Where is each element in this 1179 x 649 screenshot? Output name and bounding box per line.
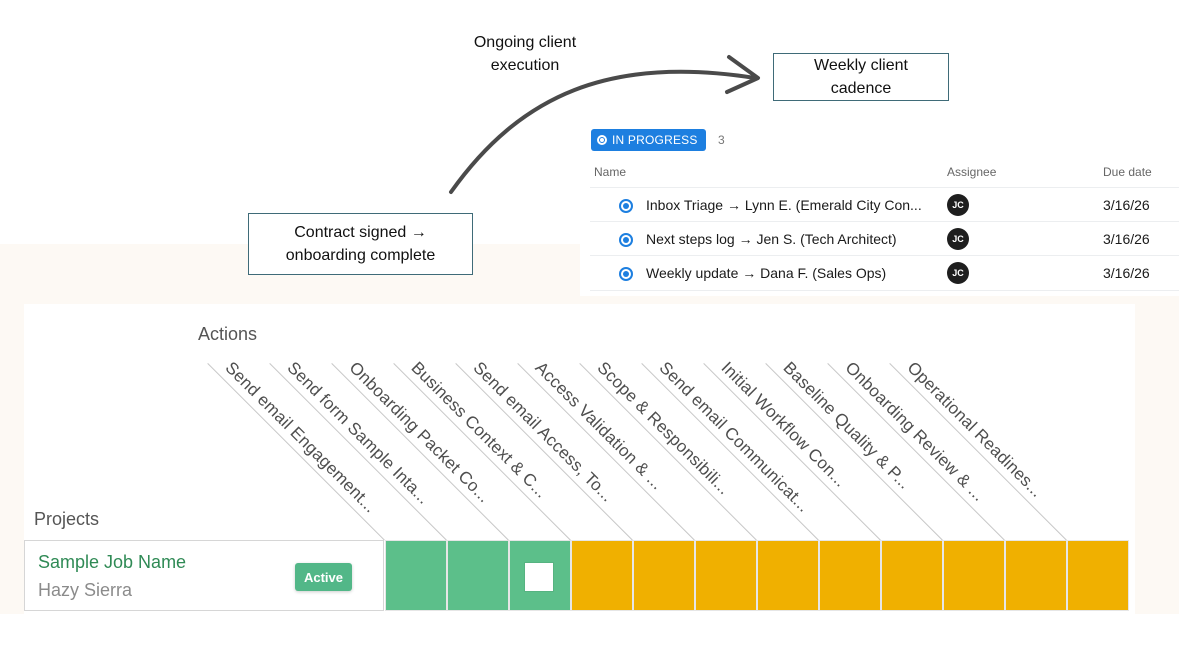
task-due-date[interactable]: 3/16/26 — [1103, 265, 1150, 281]
project-row[interactable]: Sample Job Name Hazy Sierra Active — [24, 540, 384, 611]
assignee-avatar[interactable]: JC — [947, 194, 969, 216]
task-list-panel: IN PROGRESS 3 Name Assignee Due date Inb… — [590, 124, 1179, 294]
action-status-cell[interactable] — [571, 540, 633, 611]
projects-title: Projects — [34, 509, 100, 529]
actions-title: Actions — [198, 324, 258, 344]
action-checkbox[interactable] — [525, 563, 553, 591]
task-name[interactable]: Next steps log → Jen S. (Tech Architect) — [646, 231, 897, 247]
contract-signed-callout: Contract signed → onboarding complete — [248, 213, 473, 275]
action-status-cell[interactable] — [819, 540, 881, 611]
action-status-cell[interactable] — [633, 540, 695, 611]
project-client: Hazy Sierra — [38, 580, 133, 600]
status-pill-label: IN PROGRESS — [612, 133, 698, 147]
task-row[interactable]: Next steps log → Jen S. (Tech Architect)… — [590, 221, 1179, 256]
flow-arrow-curve — [449, 69, 757, 194]
action-status-cell[interactable] — [757, 540, 819, 611]
task-status-icon[interactable] — [619, 199, 633, 213]
task-row[interactable]: Inbox Triage → Lynn E. (Emerald City Con… — [590, 187, 1179, 222]
task-due-date[interactable]: 3/16/26 — [1103, 197, 1150, 213]
column-header-name: Name — [594, 165, 627, 179]
ongoing-execution-label: Ongoing client execution — [473, 34, 577, 74]
status-badge: Active — [295, 563, 352, 591]
project-name[interactable]: Sample Job Name — [38, 552, 187, 572]
task-name[interactable]: Inbox Triage → Lynn E. (Emerald City Con… — [646, 197, 922, 213]
action-status-cell[interactable] — [695, 540, 757, 611]
column-header-due-date: Due date — [1103, 165, 1152, 179]
weekly-cadence-callout: Weekly client cadence — [773, 53, 949, 101]
action-status-cell[interactable] — [447, 540, 509, 611]
action-status-cell[interactable] — [509, 540, 571, 611]
status-pill-in-progress[interactable]: IN PROGRESS — [591, 129, 706, 151]
status-count: 3 — [718, 133, 725, 147]
column-header-assignee: Assignee — [947, 165, 997, 179]
action-matrix: Actions Projects Sample Job Name Hazy Si… — [24, 304, 1135, 614]
action-status-cell[interactable] — [1067, 540, 1129, 611]
task-row[interactable]: Weekly update → Dana F. (Sales Ops) JC 3… — [590, 255, 1179, 291]
task-status-icon[interactable] — [619, 267, 633, 281]
action-header-label[interactable]: Initial Workflow Con... — [717, 358, 851, 491]
task-name[interactable]: Weekly update → Dana F. (Sales Ops) — [646, 265, 887, 281]
action-status-cell[interactable] — [881, 540, 943, 611]
assignee-avatar[interactable]: JC — [947, 228, 969, 250]
flow-arrow-head — [725, 55, 760, 94]
task-due-date[interactable]: 3/16/26 — [1103, 231, 1150, 247]
action-status-cell[interactable] — [385, 540, 447, 611]
action-status-cell[interactable] — [1005, 540, 1067, 611]
radio-dot-icon — [597, 135, 607, 145]
assignee-avatar[interactable]: JC — [947, 262, 969, 284]
action-status-cell[interactable] — [943, 540, 1005, 611]
task-status-icon[interactable] — [619, 233, 633, 247]
